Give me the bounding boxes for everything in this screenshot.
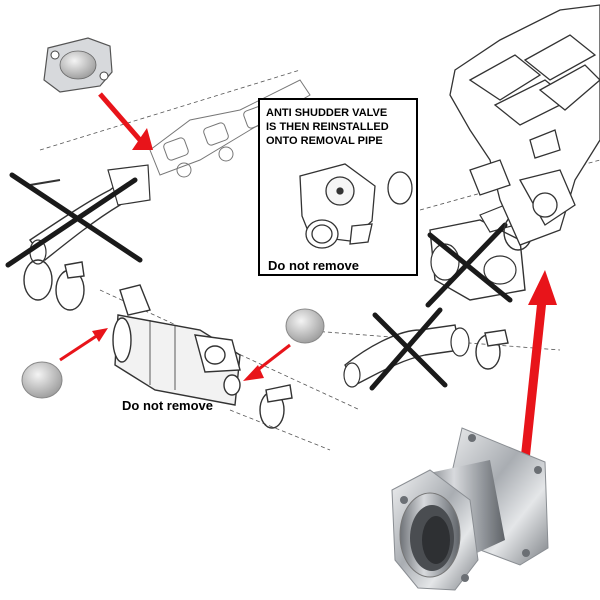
egr-pipe-removed-icon xyxy=(5,164,151,268)
blanking-gasket-icon xyxy=(43,37,113,93)
removal-pipe-photo-icon xyxy=(391,427,549,591)
callout-title: ANTI SHUDDER VALVE IS THEN REINSTALLED O… xyxy=(266,107,389,147)
egr-cooler-icon xyxy=(112,284,241,406)
intake-manifold-icon xyxy=(449,4,600,246)
arrow-to-intake-icon xyxy=(520,299,547,461)
cooler-do-not-remove: Do not remove xyxy=(122,398,214,413)
anti-shudder-callout: ANTI SHUDDER VALVE IS THEN REINSTALLED O… xyxy=(258,98,418,276)
arrow-to-cooler-left-icon xyxy=(59,333,99,362)
red-arrows xyxy=(59,92,557,461)
right-clamp-icon xyxy=(475,329,509,370)
egr-pipe-right-removed-icon xyxy=(343,307,470,391)
blanking-disc-right-icon xyxy=(285,308,325,344)
callout-do-not-remove: Do not remove xyxy=(268,258,360,273)
hose-clamp-icon xyxy=(23,259,85,311)
arrow-to-manifold-icon xyxy=(98,92,142,142)
cooler-clamp-icon xyxy=(259,384,293,429)
blanking-disc-left-icon xyxy=(21,361,63,399)
arrow-to-cooler-right-icon xyxy=(254,343,291,374)
anti-shudder-valve-icon xyxy=(299,163,413,249)
egr-valve-removed-icon xyxy=(425,204,526,308)
